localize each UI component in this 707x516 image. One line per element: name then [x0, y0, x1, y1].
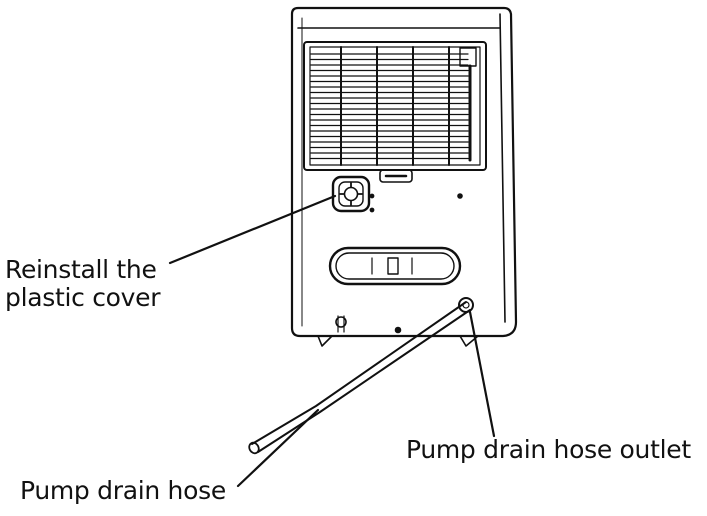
label-plastic-cover-line1: Reinstall the	[5, 255, 157, 284]
label-plastic-cover: Reinstall the plastic cover	[5, 255, 161, 312]
leader-line-hose	[236, 408, 320, 488]
label-plastic-cover-line2: plastic cover	[5, 283, 161, 312]
rear-air-filter-grille	[303, 41, 487, 171]
plastic-cover	[331, 175, 371, 213]
label-pump-drain-hose-outlet: Pump drain hose outlet	[406, 435, 691, 464]
pump-drain-hose-outlet	[458, 297, 474, 313]
pump-drain-hose	[248, 301, 471, 455]
leader-line-outlet	[468, 310, 496, 438]
filter-tab	[379, 169, 413, 183]
handle-recess	[328, 246, 462, 286]
dehumidifier-unit	[290, 6, 518, 347]
leader-line-cover	[168, 194, 337, 265]
label-pump-drain-hose: Pump drain hose	[20, 476, 226, 505]
